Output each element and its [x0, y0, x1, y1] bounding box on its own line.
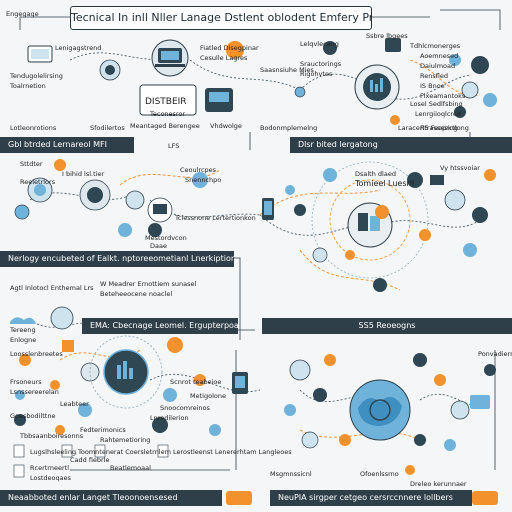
- label: Ofoenlssrno: [360, 470, 399, 478]
- orange-tag-right: [472, 491, 498, 505]
- label: Ssbre lbgees: [366, 32, 408, 40]
- label: Loosslenbreetes: [10, 350, 63, 358]
- label: Ceoulrcpes: [180, 166, 217, 174]
- section-bar-center-mid: EMA: Cbecnage Leomel. Ergupterpoabel: [82, 318, 238, 334]
- section-bar-bottom-left: Neaabboted enlar Langet Tleoonoensesed: [0, 490, 222, 506]
- label: Fedterimonics: [80, 426, 126, 434]
- label: Tereeng: [10, 326, 36, 334]
- label: Daae: [150, 242, 167, 250]
- section-bar-right-mid: SS5 Reoeogns: [262, 318, 512, 334]
- label: Dreleo kerunnaer: [410, 480, 467, 488]
- section-bar-left-top: Gbl btrded Lernareol MFI: [0, 137, 134, 153]
- label: Goasbodilttne: [10, 412, 56, 420]
- label: Flxeamantoks: [420, 92, 466, 100]
- label: Rcertrneertl: [30, 464, 70, 472]
- label: Daiulmoad: [420, 62, 456, 70]
- label: Rahtemetioring: [100, 436, 151, 444]
- label: W Meadrer Ernottiem sunasel: [100, 280, 197, 288]
- label: Fiatled Disegpinar: [200, 44, 259, 52]
- label: Bodonmplemelng: [260, 124, 318, 132]
- top-left-label: Engegage: [6, 10, 39, 18]
- label: Snoocomreinos: [160, 404, 210, 412]
- label: Cesulle Lagres: [200, 54, 248, 62]
- label: Lenigagstrend: [55, 44, 102, 52]
- label: LFS: [168, 142, 180, 150]
- diagram-title: Tecnical In inll Nller Lanage Dstlent ob…: [70, 6, 372, 30]
- label: Sttdter: [20, 160, 43, 168]
- label: Tomieel Luesrll: [355, 179, 415, 188]
- label: Ponvadierrer: [478, 350, 512, 358]
- label: Lsnssereerelan: [10, 388, 59, 396]
- label: Laraceritrassesing: [398, 124, 458, 132]
- label: Lotleonrotions: [10, 124, 57, 132]
- laptop-node: [151, 39, 189, 77]
- label: Rensfled: [420, 72, 448, 80]
- label: Metigolone: [190, 392, 226, 400]
- label: Srauctorings: [300, 60, 342, 68]
- label: Vy htssvoiar: [440, 164, 480, 172]
- label: Lostdeoqaes: [30, 474, 72, 482]
- label: Cadd fiebrle: [70, 456, 110, 464]
- section-bar-right-top: Dlsr bited lergatong: [290, 137, 512, 153]
- label: Tendugolelirsing: [10, 72, 63, 80]
- label: Vhdwolge: [210, 122, 242, 130]
- label: Beteheeocene noaclel: [100, 290, 173, 298]
- label: Saasnsiuhe Mies: [260, 66, 314, 74]
- label: Beatlemoaal: [110, 464, 151, 472]
- section-bar-bottom-right: NeuPIA sirgper cetgeo cersrccnnere lollb…: [270, 490, 472, 506]
- central-network-orbit: [285, 161, 496, 292]
- label: Teconesror: [150, 110, 186, 118]
- label: Toalrnetion: [10, 82, 46, 90]
- label: Leabteer: [60, 400, 89, 408]
- label: IS Bnoe: [420, 82, 445, 90]
- label: Reeletrlors: [20, 178, 56, 186]
- label: Aoemnesed: [420, 52, 459, 60]
- label: Sfodilertos: [90, 124, 125, 132]
- label: Msgmnssicnl: [270, 470, 312, 478]
- label: Lugslhsleeling: [30, 448, 77, 456]
- label: DISTBEIR: [145, 97, 187, 107]
- label: Enlogne: [10, 336, 37, 344]
- brain-network: [284, 353, 496, 475]
- lower-network-node: [89, 335, 248, 436]
- label: Tdhlcmonerges: [410, 42, 461, 50]
- orange-tag-left: [226, 491, 252, 505]
- section-bar-left-mid: Nerlogy encubeted of Ealkt. nptoreeometi…: [0, 251, 234, 267]
- label: Toomntenerat Coersletrnlem Lerostleenst …: [78, 448, 292, 456]
- label: Mestordvcon: [145, 234, 187, 242]
- label: Rigohvtes: [300, 70, 333, 78]
- label: Lnrodilerion: [150, 414, 189, 422]
- label: Tbbsaanboiresonns: [20, 432, 84, 440]
- label: Tclessnone Lertertionkon: [175, 214, 256, 222]
- label: Meantaged Berengee: [130, 122, 200, 130]
- label: Losel Sedlfsbing: [410, 100, 463, 108]
- label: Lenrgiioqlcred: [415, 110, 462, 118]
- label: Snennchpo: [185, 176, 222, 184]
- label: I bihid lsl.tier: [62, 170, 105, 178]
- label: Dsalth dlaed: [355, 170, 396, 178]
- top-network-node: [354, 64, 400, 110]
- label: RS Feoprctlong: [420, 124, 469, 132]
- label: Frsoneurs: [10, 378, 42, 386]
- label: Scnrot teabeioe: [170, 378, 222, 386]
- label: Lelqvlecang: [300, 40, 339, 48]
- section-sub-left-mid: Agtl Inlotocl Enthemal Lrs: [10, 284, 94, 292]
